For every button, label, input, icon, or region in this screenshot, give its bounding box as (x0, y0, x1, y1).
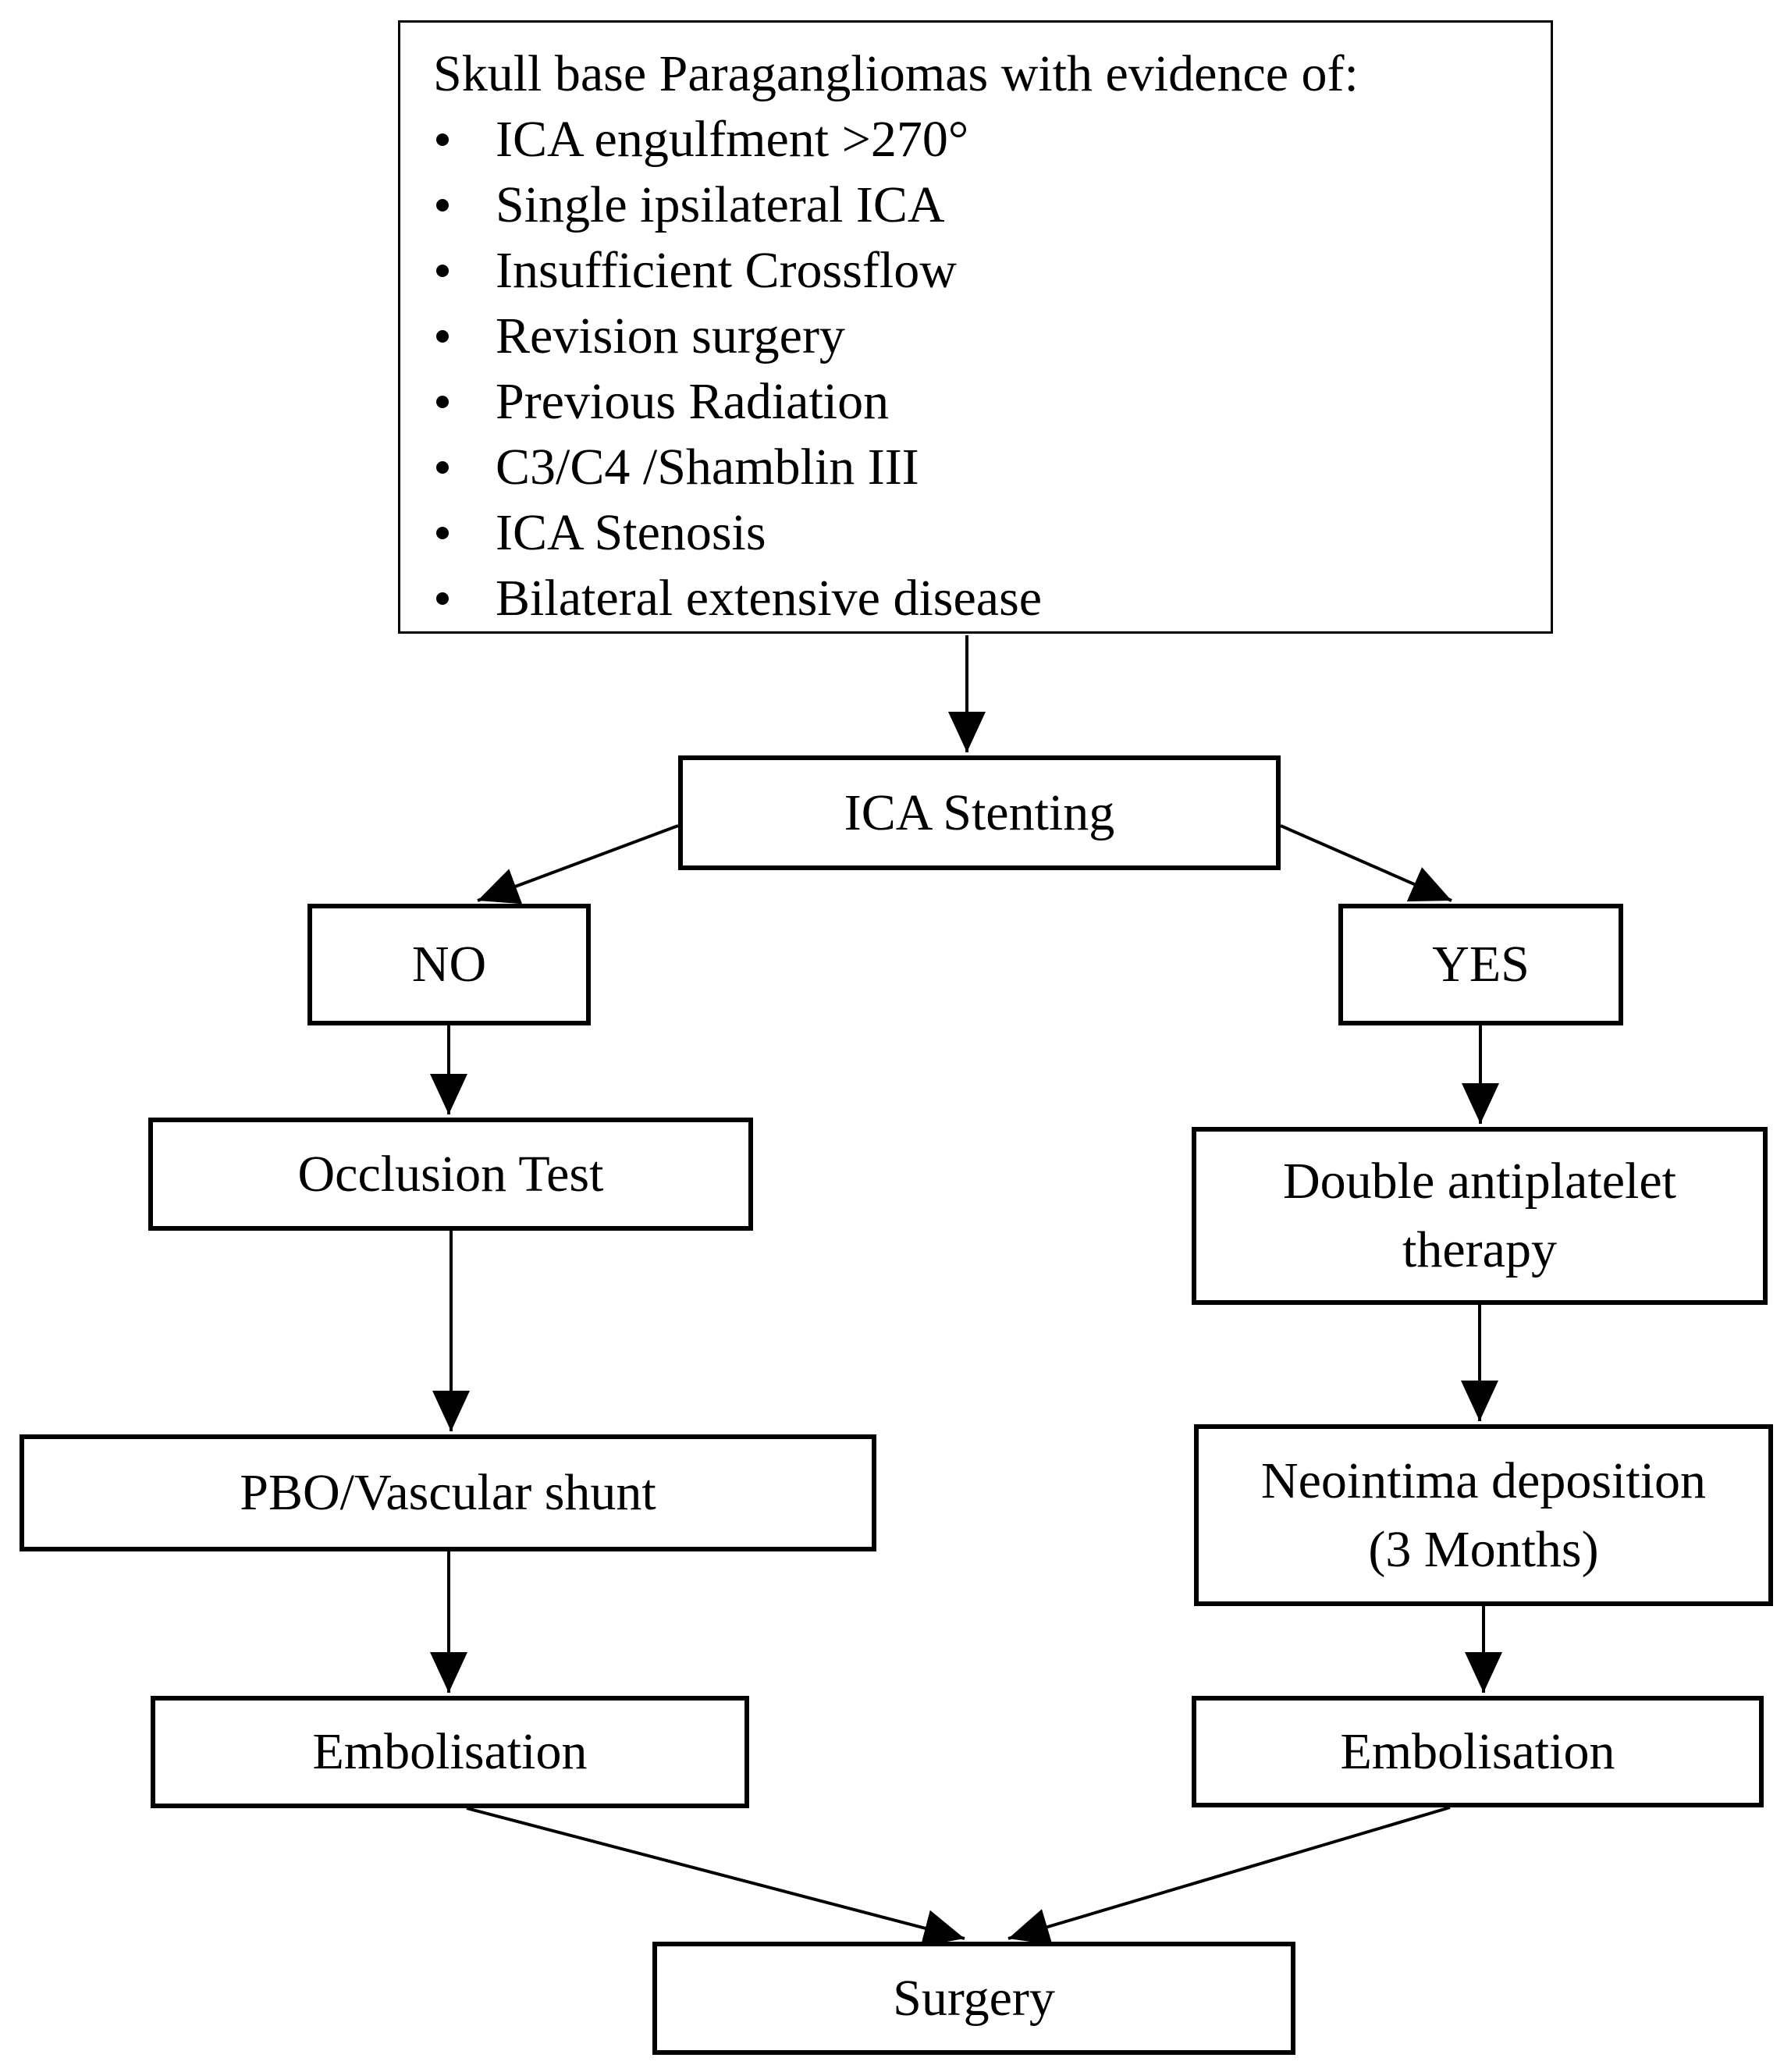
node-embolisation-left: Embolisation (151, 1696, 749, 1808)
criteria-bullet-row: ICA Stenosis (433, 500, 1535, 566)
node-label-line1: Neointima deposition (1260, 1452, 1707, 1509)
bullet-text: ICA engulfment >270° (496, 111, 969, 168)
bullet-text: Bilateral extensive disease (496, 570, 1043, 627)
bullet-text: Single ipsilateral ICA (496, 176, 945, 233)
bullet-icon (436, 133, 449, 146)
node-label: ICA Stenting (844, 784, 1115, 841)
node-no: NO (307, 904, 591, 1025)
node-occlusion-test: Occlusion Test (148, 1118, 753, 1231)
criteria-bullet-row: Previous Radiation (433, 369, 1535, 435)
node-label-line1: Double antiplatelet (1283, 1153, 1676, 1210)
criteria-bullet-row: Insufficient Crossflow (433, 238, 1535, 304)
criteria-title: Skull base Paragangliomas with evidence … (433, 45, 1359, 102)
node-label-line2: (3 Months) (1368, 1520, 1599, 1578)
bullet-text: ICA Stenosis (496, 504, 766, 561)
bullet-text: C3/C4 /Shamblin III (496, 439, 919, 496)
edge-embolisation-left-to-surgery (466, 1807, 965, 1947)
node-label: Embolisation (1340, 1722, 1615, 1780)
bullet-icon (436, 330, 449, 343)
bullet-icon (436, 527, 449, 539)
node-double-antiplatelet-therapy: Double antiplatelet therapy (1192, 1127, 1768, 1305)
bullet-icon (436, 592, 449, 605)
node-label: PBO/Vascular shunt (240, 1464, 656, 1521)
edge-ica-to-yes (1280, 824, 1452, 902)
node-yes: YES (1338, 904, 1623, 1025)
node-surgery: Surgery (652, 1942, 1295, 2055)
criteria-box: Skull base Paragangliomas with evidence … (398, 20, 1553, 634)
bullet-text: Revision surgery (496, 307, 845, 364)
criteria-bullet-row: C3/C4 /Shamblin III (433, 435, 1535, 500)
bullet-text: Previous Radiation (496, 373, 890, 430)
node-neointima-deposition: Neointima deposition (3 Months) (1194, 1424, 1773, 1606)
criteria-bullet-row: Revision surgery (433, 304, 1535, 369)
node-label: Surgery (893, 1969, 1055, 2027)
node-label-line2: therapy (1402, 1221, 1557, 1278)
node-label: NO (411, 936, 487, 993)
node-embolisation-right: Embolisation (1192, 1696, 1764, 1807)
bullet-icon (436, 396, 449, 408)
node-ica-stenting: ICA Stenting (678, 755, 1281, 870)
edge-ica-to-no (477, 824, 679, 905)
criteria-bullet-row: ICA engulfment >270° (433, 107, 1535, 172)
node-label: Embolisation (312, 1723, 588, 1780)
criteria-bullet-row: Single ipsilateral ICA (433, 172, 1535, 238)
bullet-icon (436, 461, 449, 474)
bullet-icon (436, 265, 449, 277)
node-label: YES (1432, 936, 1530, 993)
node-pbo-vascular-shunt: PBO/Vascular shunt (20, 1434, 876, 1551)
bullet-text: Insufficient Crossflow (496, 242, 957, 299)
edge-embolisation-right-to-surgery (1007, 1806, 1451, 1946)
bullet-icon (436, 199, 449, 211)
node-label: Occlusion Test (297, 1145, 604, 1203)
criteria-bullet-row: Bilateral extensive disease (433, 566, 1535, 631)
